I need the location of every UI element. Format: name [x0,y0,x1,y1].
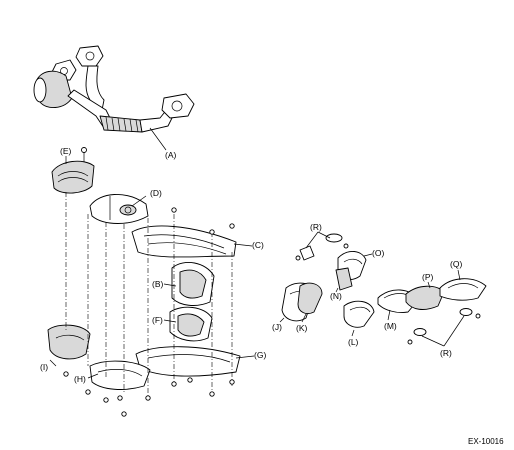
label-i: (I) [40,362,48,372]
label-j: (J) [272,322,282,332]
fasteners [63,207,235,417]
part-b-middle-shield [171,261,215,306]
label-g: (G) [254,350,266,360]
part-g-lower-cover [135,346,241,377]
label-k: (K) [296,323,308,333]
leader-r2-b [443,315,465,347]
label-h: (H) [74,374,86,384]
part-e-heat-shield [51,147,95,194]
part-l-shield [343,300,375,328]
label-r-top: (R) [310,222,322,232]
label-n: (N) [330,291,342,301]
leader-g [235,355,255,359]
part-c-upper-shield [131,225,237,258]
leader-c [233,243,253,247]
label-r-bottom: (R) [440,348,452,358]
label-d: (D) [150,188,162,198]
part-i-shield [47,324,91,360]
leader-n [335,287,339,293]
leader-o [363,253,373,257]
leader-h [87,373,99,379]
label-c: (C) [252,240,264,250]
part-n-shield [335,267,353,291]
label-f: (F) [152,315,163,325]
leader-r1-b [305,231,319,249]
part-h-bottom-cover [89,360,151,390]
leader-a [149,127,167,151]
label-p: (P) [422,272,434,282]
label-e: (E) [60,146,72,156]
alignment-lines-left [65,192,233,400]
part-q-shield [439,278,487,301]
leader-r1-a [317,231,331,239]
part-p-shield [405,285,445,310]
part-d-cover [89,194,149,224]
part-a-front-exhaust-pipe [33,45,195,133]
leader-k [301,313,307,323]
leader-i [49,359,57,367]
part-f-lower-shield [169,306,213,342]
leader-j [279,317,285,323]
label-m: (M) [384,321,397,331]
leader-d [131,195,147,207]
label-a: (A) [165,150,177,160]
figure-code: EX-10016 [468,437,504,446]
leader-l [351,329,355,337]
leader-p [427,281,431,289]
leader-r2-a [421,335,445,347]
label-o: (O) [372,248,384,258]
part-k-shield [297,282,323,315]
part-r-clamp-bottom [407,308,481,345]
label-l: (L) [348,337,359,347]
label-q: (Q) [450,259,462,269]
leader-m [387,309,391,321]
label-b: (B) [152,279,164,289]
leader-q [457,269,461,281]
